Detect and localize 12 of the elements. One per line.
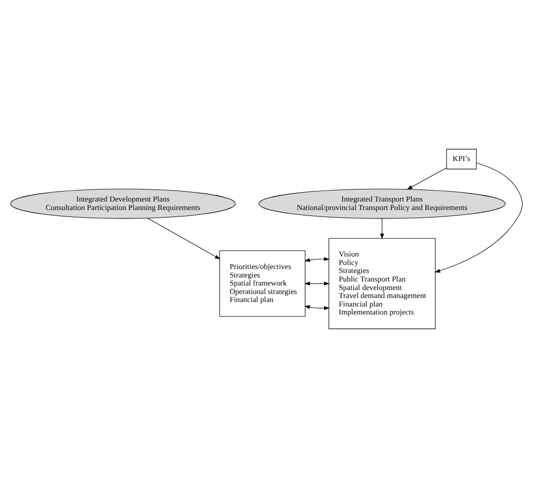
node-ellipse: Integrated Development Plans Consultation Participation Planning Requirements bbox=[10, 188, 236, 219]
arrow bbox=[147, 218, 220, 260]
arrow bbox=[304, 282, 330, 286]
arrow bbox=[304, 305, 330, 310]
node-box: KPI’s bbox=[446, 148, 477, 170]
arrow bbox=[434, 162, 523, 273]
arrow bbox=[304, 257, 330, 262]
arrow bbox=[380, 218, 384, 240]
node-box: Priorities/objectives Strategies Spatial framework Operational strategies Financial plan bbox=[219, 250, 306, 317]
node-box: Vision Policy Strategies Public Transport Plan Spatial development Travel demand management Financial plan Implementation projects bbox=[328, 238, 436, 330]
node-ellipse: Integrated Transport Plans National/provincial Transport Policy and Requirements bbox=[258, 188, 506, 219]
arrow bbox=[406, 168, 447, 190]
